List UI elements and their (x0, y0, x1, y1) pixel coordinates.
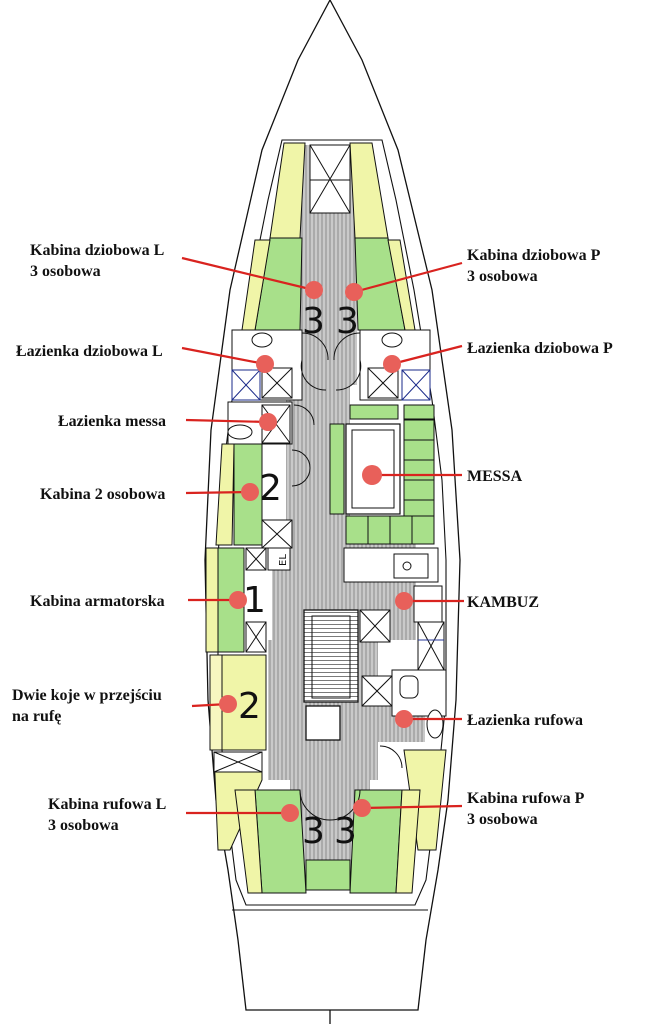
galley-area (343, 547, 445, 671)
capacity-aft-l: 3 (302, 811, 325, 852)
capacity-owner: 1 (243, 580, 266, 621)
label-forward-bath-l: Łazienka dziobowa L (16, 343, 163, 360)
marker-forward-bath-l (256, 355, 274, 373)
label-forward-cabin-l-line2: 3 osobowa (30, 263, 101, 280)
label-cabin-2: Kabina 2 osobowa (40, 486, 165, 503)
marker-messa-bath (259, 413, 277, 431)
marker-forward-bath-p (383, 355, 401, 373)
label-aft-bath: Łazienka rufowa (467, 712, 583, 729)
label-aft-cabin-p-line2: 3 osobowa (467, 811, 538, 828)
label-messa-bath: Łazienka messa (58, 413, 166, 430)
marker-forward-cabin-p (345, 283, 363, 301)
marker-aft-cabin-p (353, 799, 371, 817)
leader-lines (181, 256, 464, 815)
capacity-aft-p: 3 (334, 811, 357, 852)
marker-cabin-2 (241, 483, 259, 501)
label-aft-cabin-l-line2: 3 osobowa (48, 817, 119, 834)
marker-aft-cabin-l (281, 804, 299, 822)
label-passage-berths-line1: Dwie koje w przejściu (12, 687, 162, 704)
label-forward-cabin-p-line2: 3 osobowa (467, 268, 538, 285)
marker-forward-cabin-l (305, 281, 323, 299)
capacity-forward-l: 3 (302, 301, 325, 342)
label-owner-cabin: Kabina armatorska (30, 593, 165, 610)
marker-owner-cabin (229, 591, 247, 609)
messa-area (329, 404, 435, 545)
capacity-forward-p: 3 (336, 301, 359, 342)
capacity-cabin-2: 2 (259, 468, 282, 509)
aft-bathroom (361, 669, 447, 769)
label-messa: MESSA (467, 468, 523, 485)
room-labels: Kabina dziobowa L 3 osobowa Kabina dziob… (12, 242, 613, 834)
marker-passage-berths (219, 695, 237, 713)
label-forward-cabin-l-line1: Kabina dziobowa L (30, 242, 164, 259)
cabin-2-berth (215, 443, 311, 549)
marker-aft-bath (395, 710, 413, 728)
marker-messa (362, 465, 382, 485)
forward-berths (241, 142, 416, 331)
label-galley: KAMBUZ (467, 594, 539, 611)
label-forward-bath-p: Łazienka dziobowa P (467, 340, 613, 357)
marker-galley (395, 592, 413, 610)
el-marking: EL (278, 554, 289, 566)
capacity-passage: 2 (238, 686, 261, 727)
companionway-stairs (303, 609, 359, 741)
label-aft-cabin-p-line1: Kabina rufowa P (467, 790, 585, 807)
label-forward-cabin-p-line1: Kabina dziobowa P (467, 247, 601, 264)
label-aft-cabin-l-line1: Kabina rufowa L (48, 796, 166, 813)
room-markers (219, 281, 413, 822)
label-passage-berths-line2: na rufę (12, 708, 61, 725)
